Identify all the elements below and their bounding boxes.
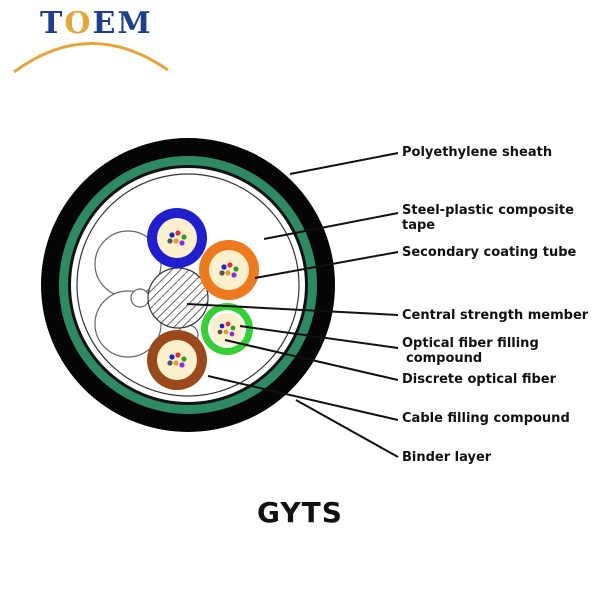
- binder-layer: [76, 173, 300, 397]
- logo-swoosh: [13, 42, 169, 74]
- label-polyethylene-sheath: Polyethylene sheath: [402, 145, 553, 160]
- leader-lines: [186, 152, 399, 458]
- central-strength-member: [147, 267, 209, 329]
- tube-blue: [147, 208, 207, 268]
- filler-rod-small: [130, 288, 150, 308]
- optical-fibers-orange: [219, 262, 239, 278]
- logo-letter-m: M: [117, 6, 153, 41]
- logo-letter-t: T: [40, 6, 65, 41]
- tube-orange: [199, 240, 259, 300]
- logo-letter-e: E: [92, 6, 118, 41]
- optical-fibers-blue: [167, 230, 187, 246]
- tube-green: [201, 303, 253, 355]
- filler-rod: [94, 290, 162, 358]
- label-secondary-coating-tube: Secondary coating tube: [402, 245, 577, 260]
- label-binder-layer: Binder layer: [402, 450, 492, 465]
- label-steel-plastic-tape-line1: Steel-plastic composite: [402, 203, 574, 218]
- label-fiber-filling-line2: compound: [406, 351, 483, 366]
- label-central-strength-member: Central strength member: [402, 308, 589, 323]
- tube-brown: [147, 330, 207, 390]
- logo-letter-o: O: [64, 6, 93, 41]
- optical-fibers-green: [217, 321, 236, 337]
- optical-fibers-brown: [167, 352, 187, 368]
- brand-logo: TOEM: [40, 6, 153, 41]
- label-discrete-optical-fiber: Discrete optical fiber: [402, 372, 557, 387]
- diagram-title: GYTS: [257, 496, 343, 529]
- label-fiber-filling-line1: Optical fiber filling: [402, 336, 539, 351]
- label-steel-plastic-tape-line2: tape: [402, 218, 436, 233]
- label-cable-filling-compound: Cable filling compound: [402, 411, 570, 426]
